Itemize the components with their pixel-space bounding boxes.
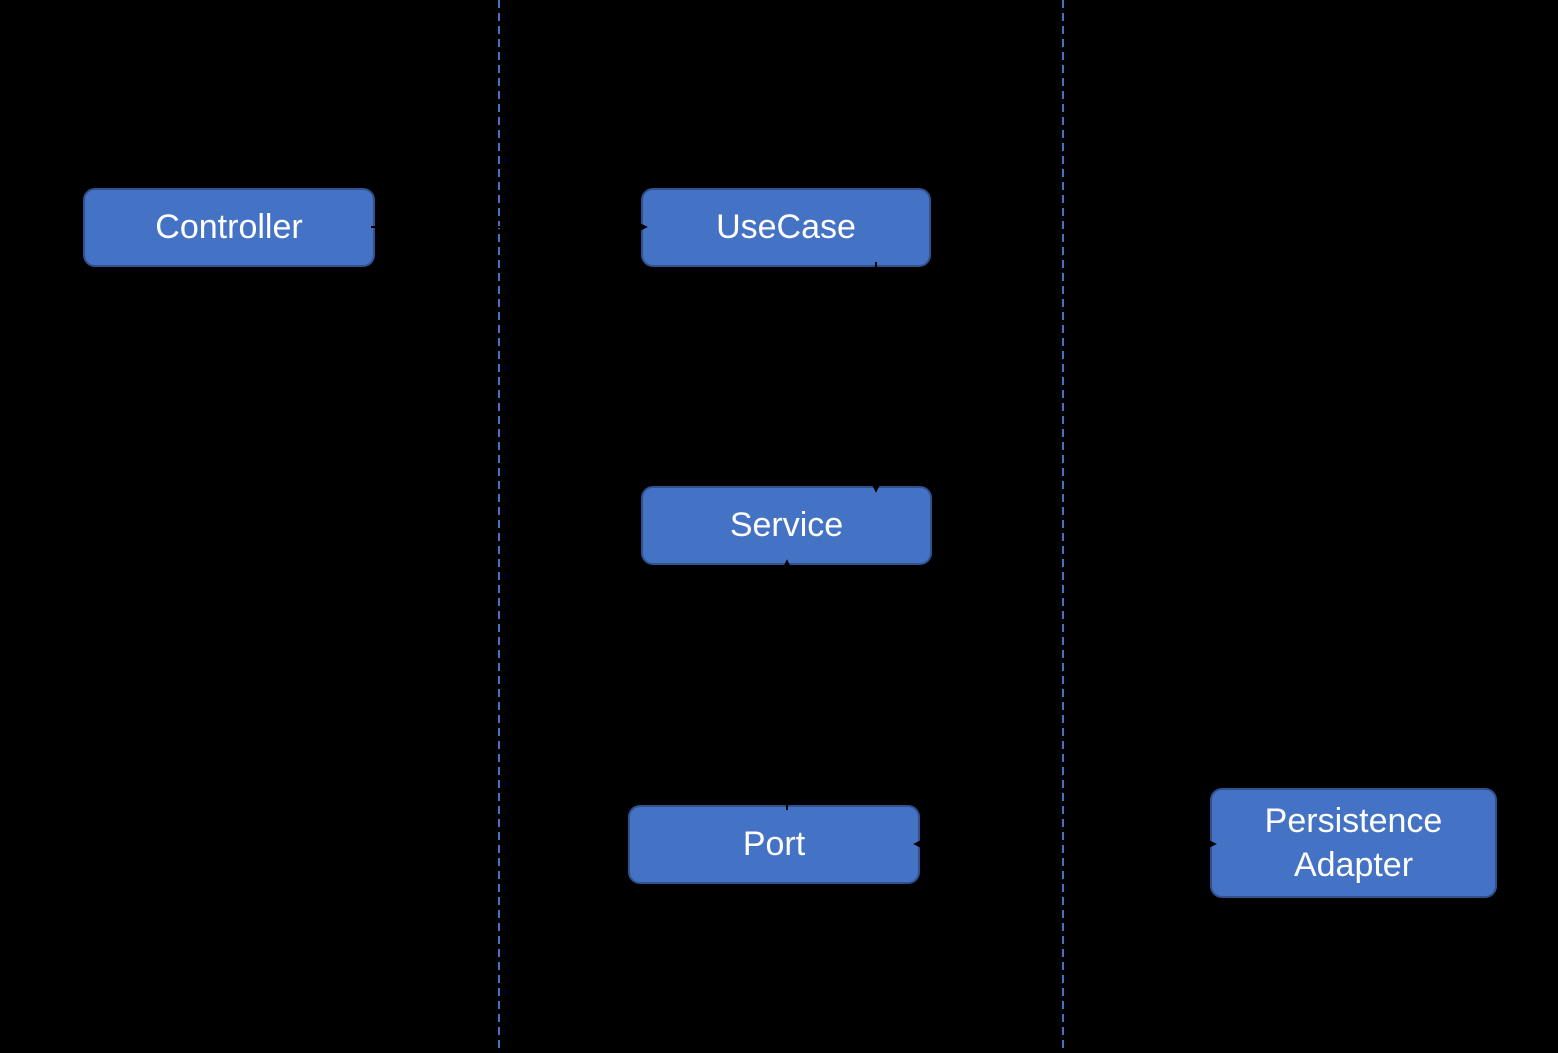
- node-service: Service: [641, 486, 932, 565]
- node-port-label: Port: [742, 825, 806, 864]
- node-usecase: UseCase: [641, 188, 931, 267]
- node-usecase-label: UseCase: [716, 208, 856, 247]
- node-port: Port: [628, 805, 920, 884]
- node-controller-label: Controller: [155, 208, 303, 247]
- node-service-label: Service: [729, 506, 844, 545]
- node-persistence-adapter-label: Persistence Adapter: [1264, 801, 1443, 884]
- node-persistence-adapter: Persistence Adapter: [1210, 788, 1497, 898]
- node-controller: Controller: [83, 188, 375, 267]
